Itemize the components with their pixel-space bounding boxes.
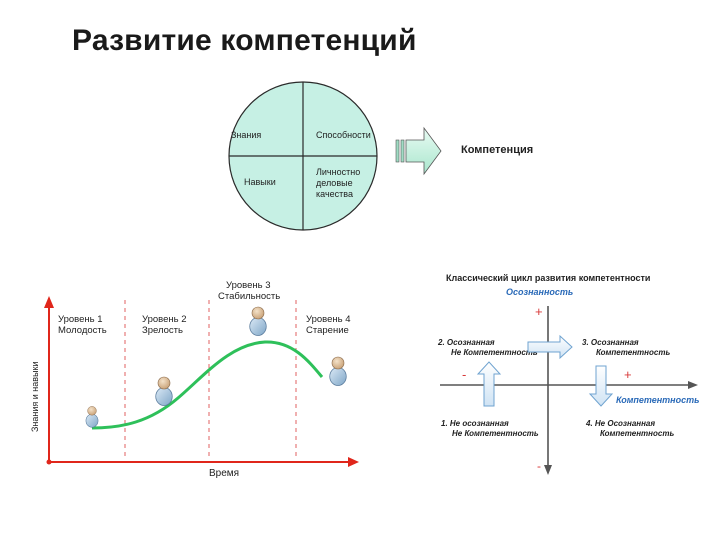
y-axis-arrowhead xyxy=(44,296,54,308)
cycle-arrow-down xyxy=(588,365,614,407)
cycle-q1-line2: Не Компетентность xyxy=(452,429,539,438)
level-1-subtitle: Молодость xyxy=(58,325,107,336)
competence-cycle-diagram: Классический цикл развития компетентност… xyxy=(437,273,699,475)
cycle-q1-line1: 1. Не осознанная xyxy=(441,419,509,428)
cycle-minus-left: - xyxy=(462,367,466,382)
y-axis-label: Знания и навыки xyxy=(30,361,40,432)
quadrant-knowledge: Знания xyxy=(231,130,261,140)
cycle-q3-line2: Компетентность xyxy=(596,348,670,357)
cycle-x-axis-label: Компетентность xyxy=(616,395,699,405)
cycle-plus-right: + xyxy=(624,367,632,382)
person-icon xyxy=(85,406,99,428)
quadrant-personal-line1: Личностно xyxy=(316,167,360,177)
quadrant-abilities: Способности xyxy=(316,130,371,140)
x-axis-label: Время xyxy=(209,468,239,479)
level-4-subtitle: Старение xyxy=(306,325,349,336)
quadrant-personal-line2: деловые xyxy=(316,178,353,188)
cycle-title: Классический цикл развития компетентност… xyxy=(446,273,650,283)
cycle-minus-bottom: - xyxy=(537,459,541,473)
competence-label: Компетенция xyxy=(461,144,533,156)
arrow-right-shape xyxy=(405,126,442,176)
cycle-y-axis-label: Осознанность xyxy=(506,287,573,297)
cycle-q3-line1: 3. Осознанная xyxy=(582,338,639,347)
quadrant-skills: Навыки xyxy=(244,177,276,187)
competence-arrow xyxy=(395,126,442,176)
x-axis-arrowhead xyxy=(348,457,359,467)
cycle-q4-line1: 4. Не Осознанная xyxy=(585,419,655,428)
page-title: Развитие компетенций xyxy=(72,24,417,57)
level-1-title: Уровень 1 xyxy=(58,314,103,325)
development-curve xyxy=(91,340,324,430)
level-3-subtitle: Стабильность xyxy=(218,291,280,302)
level-3-title: Уровень 3 xyxy=(226,280,271,291)
person-icon xyxy=(249,306,267,336)
person-icon xyxy=(329,356,347,386)
cycle-q2-line1: 2. Осознанная xyxy=(437,338,495,347)
level-2-title: Уровень 2 xyxy=(142,314,187,325)
level-4-title: Уровень 4 xyxy=(306,314,351,325)
axis-origin xyxy=(46,459,52,465)
cycle-q4-line2: Компетентность xyxy=(600,429,674,438)
cycle-q2-line2: Не Компетентность xyxy=(451,348,538,357)
cycle-horizontal-arrowhead xyxy=(688,381,698,389)
person-icon xyxy=(155,376,173,406)
cycle-vertical-arrowhead xyxy=(544,465,552,475)
cycle-plus-top: + xyxy=(535,304,543,319)
quadrant-personal-line3: качества xyxy=(316,189,353,199)
level-2-subtitle: Зрелость xyxy=(142,325,183,336)
development-curve-chart: Знания и навыки Время Уровень 1 Молодост… xyxy=(30,280,359,479)
competence-circle: Знания Способности Навыки Личностно дело… xyxy=(228,81,378,231)
cycle-arrow-up xyxy=(476,361,502,407)
cycle-arrow-right xyxy=(527,334,573,360)
